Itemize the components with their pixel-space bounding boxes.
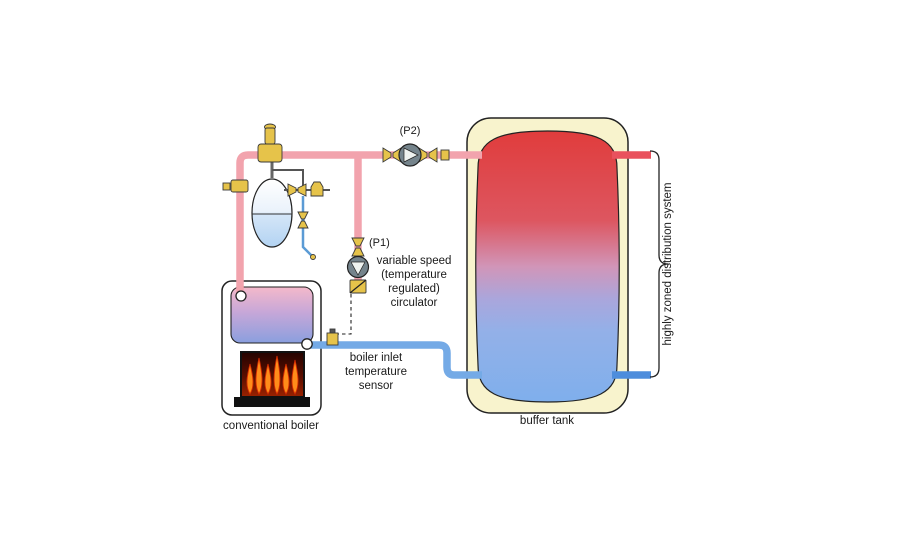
sensor-wire	[338, 294, 352, 335]
boiler-caption: conventional boiler	[223, 420, 319, 432]
check-valve-icon	[349, 279, 367, 294]
pump-flange-icon	[351, 237, 365, 257]
relief-valve-icon	[222, 179, 249, 193]
buffer-tank	[466, 117, 629, 414]
air-separator-icon	[257, 123, 283, 163]
pump-arrow	[350, 261, 366, 276]
hose-bib-icon	[310, 254, 316, 260]
pump-p1-icon	[346, 255, 370, 279]
temperature-sensor-icon	[326, 328, 339, 346]
p1-label: (P1)	[369, 237, 390, 249]
pump-p2-icon	[398, 143, 422, 167]
p2-label: (P2)	[400, 125, 421, 137]
circulator-note-line3: regulated)	[388, 283, 440, 295]
makeup-connector	[272, 169, 304, 186]
makeup-valve-icon	[297, 211, 309, 229]
union-fitting-icon	[440, 149, 450, 161]
pressure-reducing-valve-icon	[310, 181, 324, 197]
sensor-note-line1: boiler inlet	[350, 352, 403, 364]
boiler-supply-port	[235, 290, 247, 302]
sensor-note-line2: temperature	[345, 366, 407, 378]
fill-valve-icon	[287, 183, 307, 197]
brass-components	[222, 123, 450, 346]
distribution-caption: highly zoned distribution system	[662, 183, 674, 346]
circulator-note-line2: (temperature	[381, 269, 447, 281]
pump-arrow	[403, 147, 419, 163]
pump-flange-icon	[418, 147, 438, 163]
flames-icon	[246, 355, 299, 395]
supply-pipe-main	[236, 151, 482, 294]
sensor-note-line3: sensor	[359, 380, 394, 392]
heat-exchanger	[230, 286, 314, 344]
boiler-base	[234, 397, 310, 407]
expansion-tank-icon	[251, 158, 293, 248]
buffer-tank-gradient	[475, 130, 620, 403]
circulator-note-line1: variable speed	[377, 255, 452, 267]
return-pipe	[305, 341, 482, 379]
tank-caption: buffer tank	[520, 415, 574, 427]
circulator-note-line4: circulator	[391, 297, 438, 309]
boiler-return-port	[301, 338, 313, 350]
brace-icon	[649, 150, 669, 378]
